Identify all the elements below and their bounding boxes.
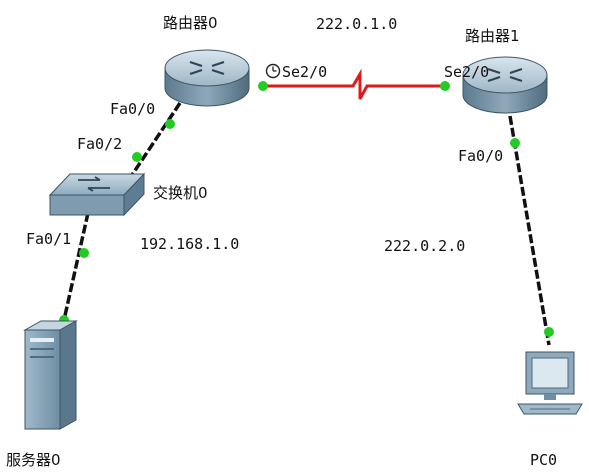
port-dot-router1-se: [440, 81, 450, 91]
port-label-router1-se: Se2/0: [444, 63, 489, 81]
router0-icon[interactable]: [164, 49, 250, 107]
port-label-switch-up: Fa0/2: [77, 135, 122, 153]
pc0-name: PC0: [530, 451, 557, 469]
clock-icon: [265, 63, 281, 79]
ethernet-link-switch-server[interactable]: [62, 212, 90, 321]
ethernet-link-router0-switch[interactable]: [128, 102, 182, 179]
switch0-name: 交换机0: [153, 184, 208, 202]
switch0-icon[interactable]: [48, 172, 146, 217]
serial-link[interactable]: [263, 68, 445, 100]
port-indicators: [59, 81, 554, 337]
router1-name: 路由器1: [465, 27, 520, 45]
port-dot-router1-fa: [510, 138, 520, 148]
port-dot-switch-down: [79, 248, 89, 258]
router0-name: 路由器0: [163, 14, 218, 32]
port-label-switch-down: Fa0/1: [26, 230, 71, 248]
port-dot-router0-fa: [165, 119, 175, 129]
network-lan-left: 192.168.1.0: [140, 235, 239, 253]
port-label-router0-se: Se2/0: [282, 63, 327, 81]
links: [62, 68, 551, 346]
network-wan: 222.0.1.0: [316, 15, 397, 33]
port-label-router0-fa: Fa0/0: [110, 100, 155, 118]
server0-name: 服务器0: [6, 451, 61, 469]
port-dot-switch-up: [132, 152, 142, 162]
pc0-icon[interactable]: [517, 351, 583, 415]
port-label-router1-fa: Fa0/0: [458, 147, 503, 165]
port-dot-pc: [544, 327, 554, 337]
port-dot-router0-se: [258, 81, 268, 91]
router1-icon[interactable]: [462, 56, 548, 114]
network-lan-right: 222.0.2.0: [384, 237, 465, 255]
server0-icon[interactable]: [23, 320, 78, 430]
ethernet-link-router1-pc[interactable]: [508, 115, 551, 346]
